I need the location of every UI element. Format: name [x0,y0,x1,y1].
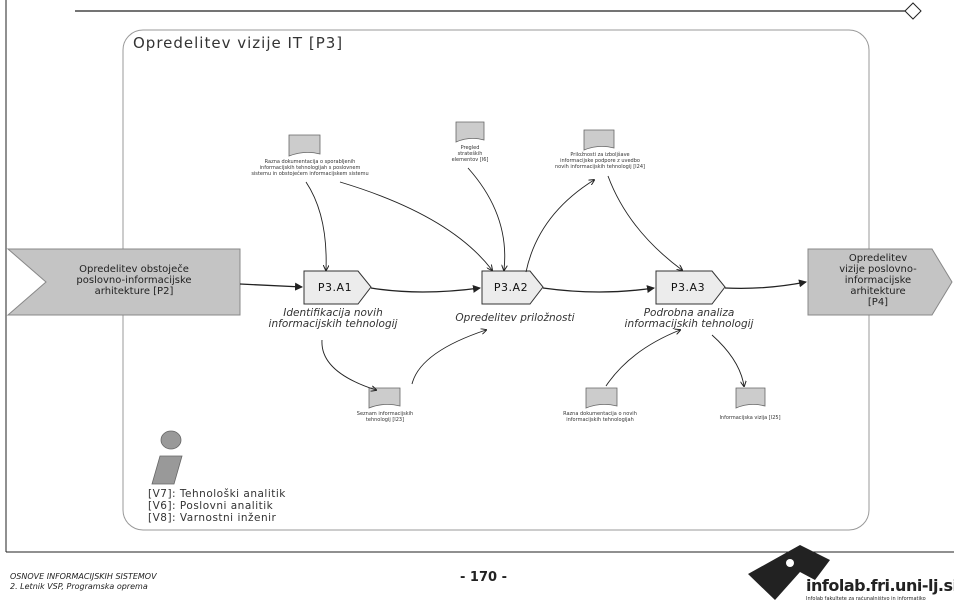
document-label-d1: Razna dokumentacija o sporabljenih infor… [251,159,369,177]
activity-box-p3a2[interactable] [481,270,544,305]
logo-dot [786,559,794,567]
input-arrow-label: Opredelitev obstoječe poslovno-informaci… [76,264,192,297]
flow-a2-to-d3 [525,180,594,273]
flow-a3-to-d6 [711,334,744,386]
flow-d2-to-a2 [467,167,505,270]
document-label-d3: Priložnosti za izboljšave informacijske … [555,152,645,170]
flow-d3-to-a3 [607,175,682,270]
flow-d1-to-a2 [339,181,492,270]
logo-subtext: Infolab fakultete za računalništvo in in… [806,596,926,602]
flow-d1-to-a1 [305,181,326,270]
role-v6: [V6]: Poslovni analitik [148,500,274,512]
document-label-d2: Pregled strateških elementov [I6] [451,145,489,163]
input-arrow-shape [6,248,241,316]
flow-d4-to-a2 [411,330,486,385]
flow-a2-to-a3 [542,285,655,293]
document-label-d4: Seznam informacijskih tehnologij [I23] [356,411,414,423]
document-icon-d6 [735,387,766,409]
flow-input-to-a1 [239,282,303,291]
logo-graphic [748,545,830,600]
footer-course-line2: 2. Letnik VSP, Programska oprema [10,582,148,591]
output-arrow-label: Opredelitev vizije poslovno- informacijs… [839,253,917,308]
top-rule-diamond [904,2,922,20]
flow-a1-to-d4 [321,339,376,390]
footer-course: OSNOVE INFORMACIJSKIH SISTEMOV 2. Letnik… [10,572,157,592]
document-label-d6: Informacijska vizija [I25] [719,415,781,421]
flow-d5-to-a3 [605,330,680,387]
role-v8: [V8]: Varnostni inženir [148,512,277,524]
footer-course-line1: OSNOVE INFORMACIJSKIH SISTEMOV [10,572,157,581]
flow-a3-to-output [724,279,807,290]
activity-id-p3a2[interactable]: P3.A2 [493,281,529,294]
document-icon-d2 [455,121,485,143]
document-icon-d5 [585,387,618,409]
activity-id-p3a1[interactable]: P3.A1 [317,281,353,294]
person-body-icon [151,455,183,485]
flow-a1-to-a2 [370,284,481,293]
output-arrow-shape [807,248,953,316]
document-icon-d3 [583,129,615,151]
page-number: - 170 - [460,570,507,585]
activity-name-p3a2: Opredelitev priložnosti [455,312,575,324]
document-icon-d1 [288,134,321,157]
role-v7: [V7]: Tehnološki analitik [148,488,286,500]
activity-id-p3a3[interactable]: P3.A3 [670,281,706,294]
activity-box-p3a3[interactable] [655,270,726,305]
activity-name-p3a1: Identifikacija novih informacijskih tehn… [268,307,398,330]
document-icon-d4 [368,387,401,409]
activity-box-p3a1[interactable] [303,270,372,305]
activity-name-p3a3: Podrobna analiza informacijskih tehnolog… [624,307,754,330]
diagram-title: Opredelitev vizije IT [P3] [133,34,344,52]
document-label-d5: Razna dokumentacija o novih informacijsk… [563,411,637,423]
person-head-icon [160,430,182,450]
logo-text: infolab.fri.uni-lj.si [806,576,954,595]
